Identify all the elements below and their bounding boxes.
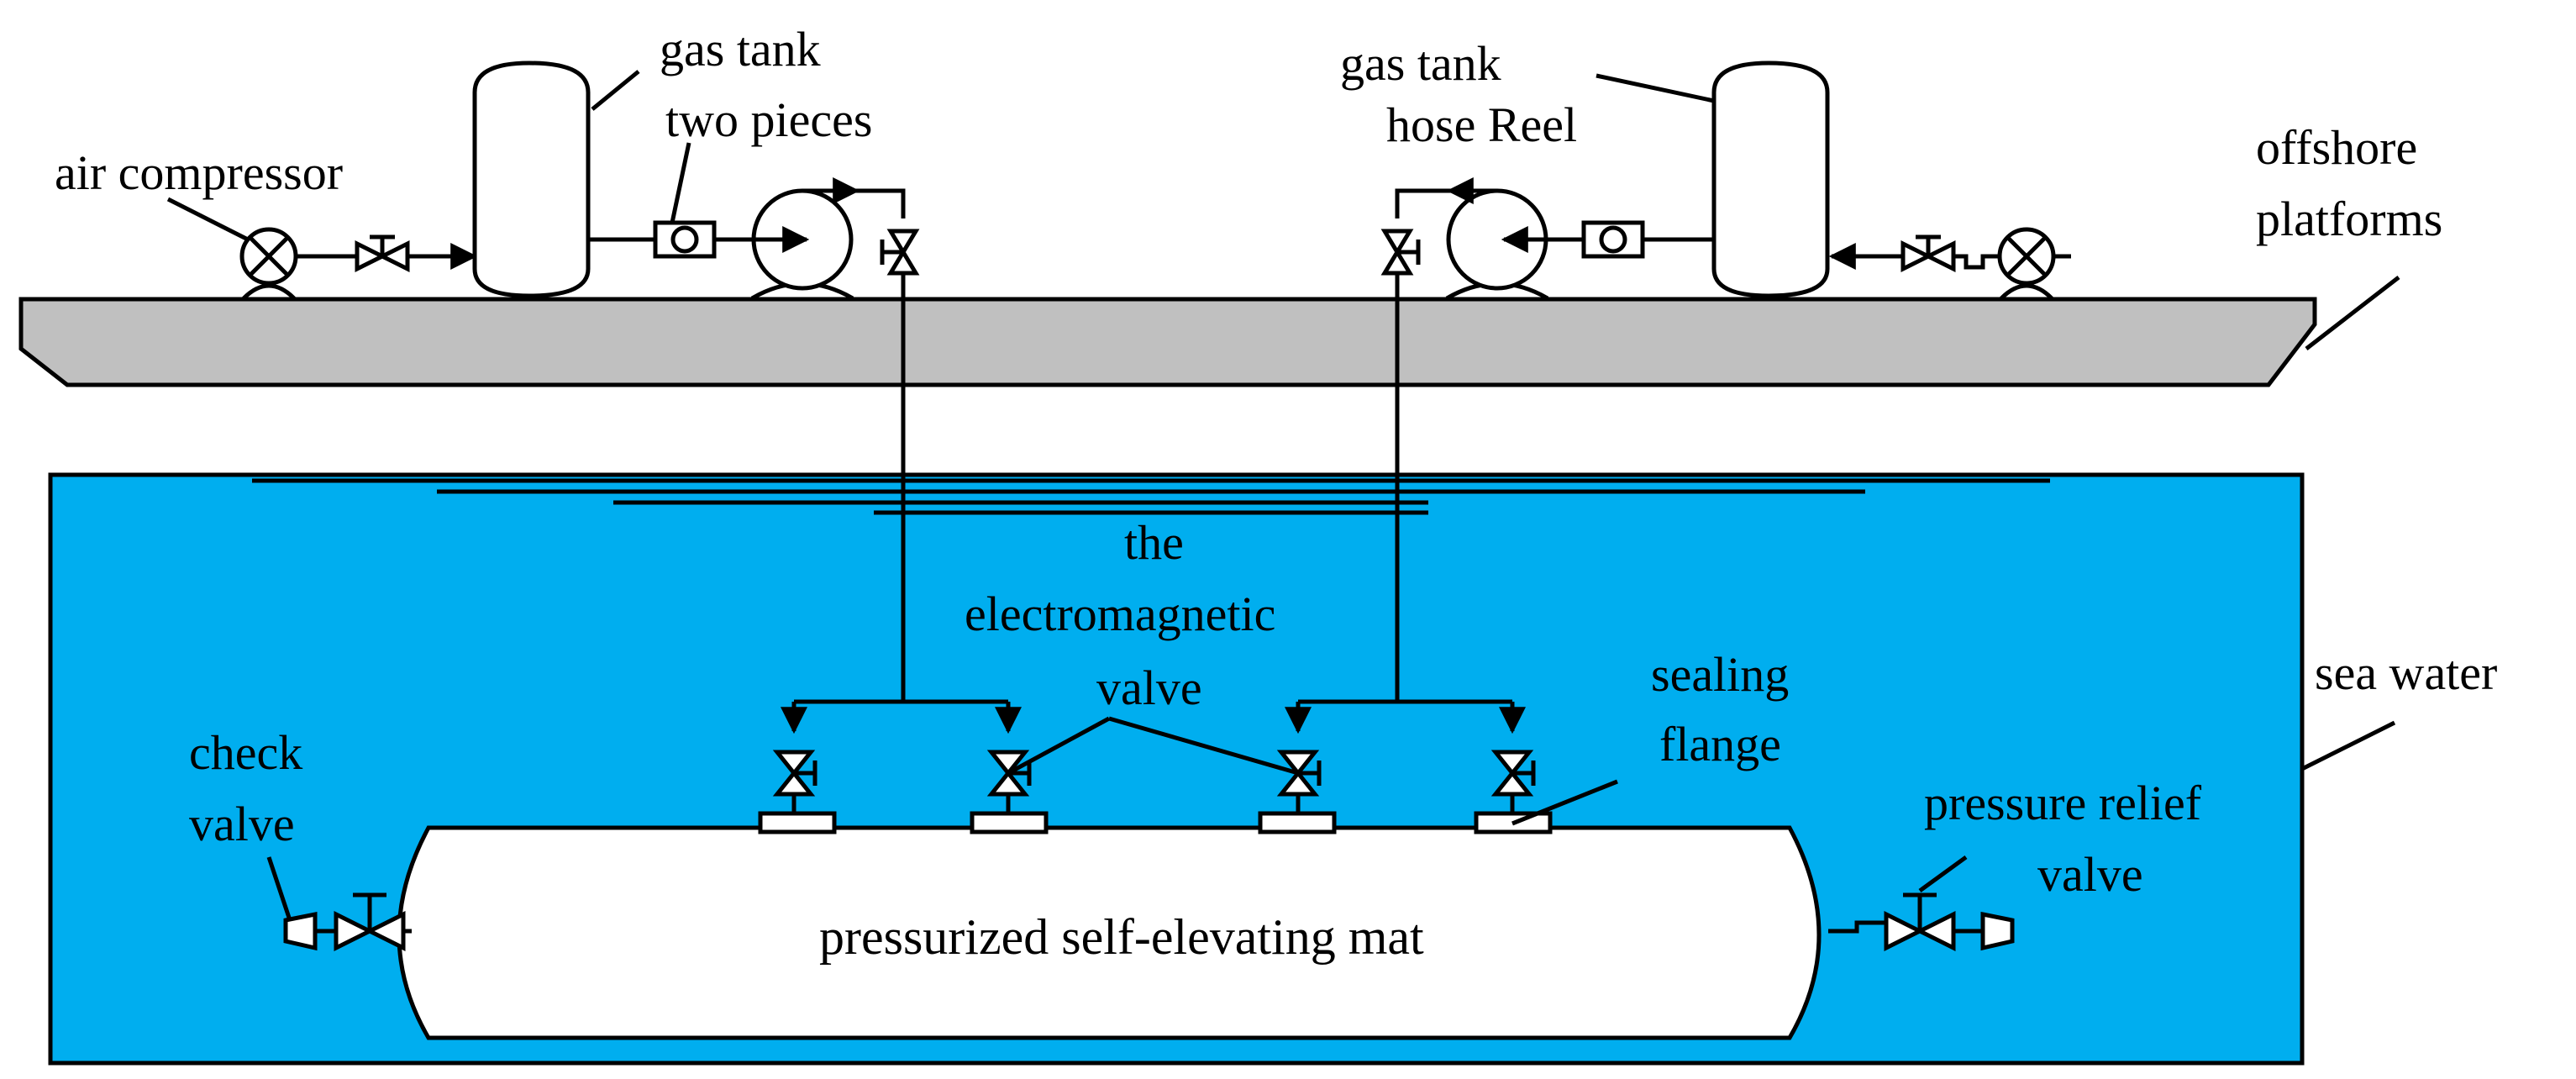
air-compressor-left [239,227,315,300]
label-offshore-2: platforms [2256,192,2442,246]
check-valve-left [283,892,412,952]
label-two-pieces: two pieces [665,92,872,147]
label-sealing-2: flange [1659,717,1781,771]
self-elevating-mat [397,825,1822,1040]
label-hose-reel: hose Reel [1386,97,1577,152]
em-valve-4 [1490,750,1536,797]
leader-lines [166,70,2400,921]
gas-tank-right [1711,61,1830,298]
air-compressor-right [1997,227,2071,300]
pipe-valve-compressor-right [1953,254,2000,270]
label-electromagnetic-3: valve [1096,661,1202,715]
label-gas-tank-left: gas tank [660,22,821,76]
piping-lines [781,252,1526,813]
label-offshore-1: offshore [2256,120,2417,175]
label-relief-2: valve [2037,847,2143,902]
offshore-platform-deck [18,297,2317,387]
label-check-1: check [189,725,302,780]
valve-left-vertical [880,229,920,276]
label-mat: pressurized self-elevating mat [819,909,1424,965]
label-sealing-1: sealing [1651,647,1789,702]
label-check-2: valve [189,797,295,851]
label-sea-water: sea water [2315,645,2497,700]
pressure-relief-valve-right [1828,892,2015,952]
water-surface-lines [252,478,2050,515]
label-electromagnetic-1: the [1124,515,1184,570]
filter-right [1581,220,1645,259]
valve-right-compressor [1900,234,1956,273]
label-air-compressor: air compressor [55,145,343,200]
electromagnetic-valves [772,750,1536,797]
valve-left-compressor [355,234,410,273]
em-valve-2 [986,750,1032,797]
hose-reel-pump-left [748,188,906,301]
label-gas-tank-right: gas tank [1340,36,1501,91]
label-relief-1: pressure relief [1924,776,2202,830]
em-valve-3 [1276,750,1322,797]
gas-tank-left [472,61,591,298]
filter-left [653,220,717,259]
sealing-flange-3 [1258,811,1337,834]
valve-right-vertical [1380,229,1421,276]
sealing-flange-1 [758,811,837,834]
sealing-flange-2 [970,811,1049,834]
label-electromagnetic-2: electromagnetic [965,587,1275,641]
em-valve-1 [772,750,817,797]
